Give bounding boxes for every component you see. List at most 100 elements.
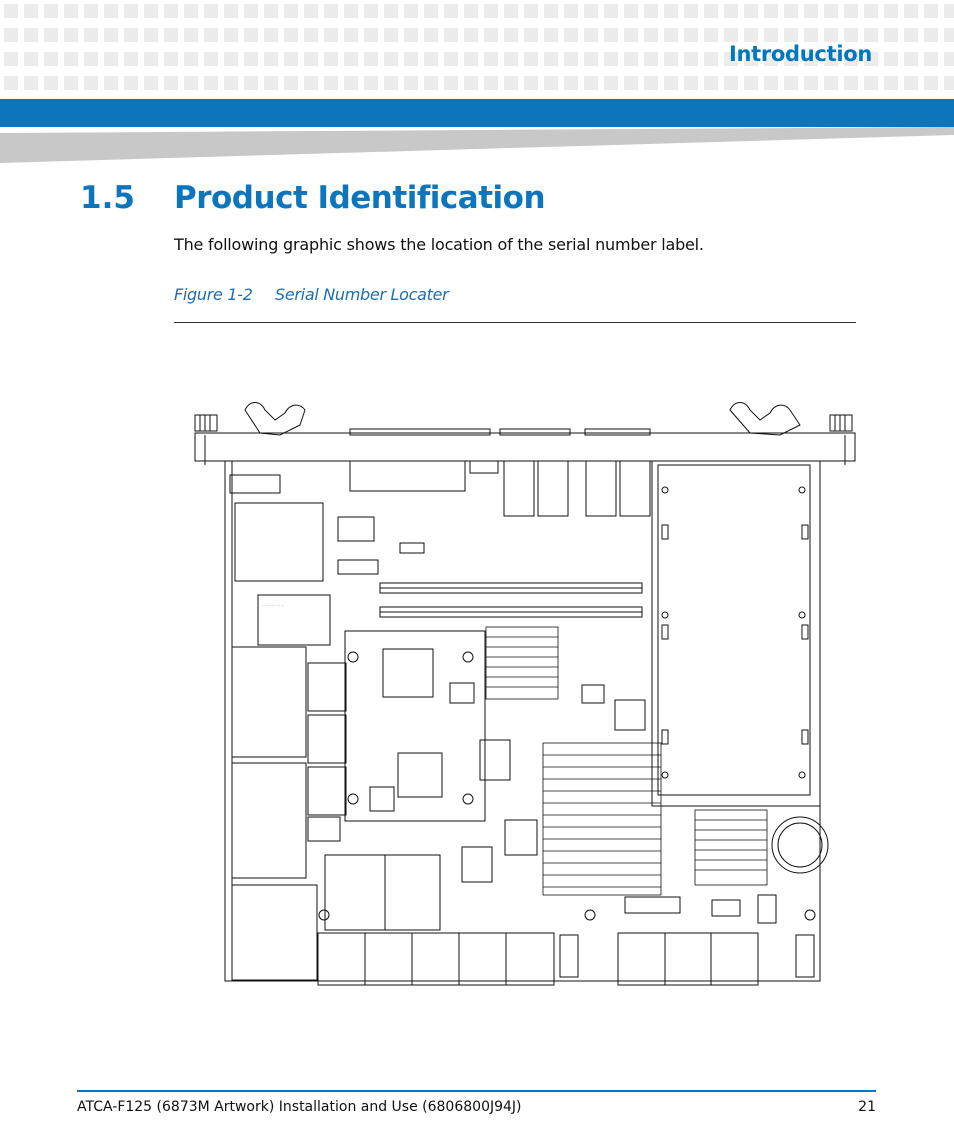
header-dot <box>584 4 598 18</box>
header-dot <box>384 52 398 66</box>
header-dot <box>824 28 838 42</box>
header-dot <box>284 76 298 90</box>
header-dot <box>64 76 78 90</box>
footer-page-number: 21 <box>858 1099 876 1115</box>
header-dot <box>344 76 358 90</box>
header-dot <box>324 52 338 66</box>
header-dot <box>884 52 898 66</box>
header-dot <box>284 52 298 66</box>
header-dot <box>404 52 418 66</box>
header-dot <box>844 4 858 18</box>
board-drawing: · · · · · · · · · <box>194 402 856 986</box>
header-dot <box>804 28 818 42</box>
header-dot <box>464 4 478 18</box>
header-dot <box>784 4 798 18</box>
header-dot <box>544 4 558 18</box>
header-dot <box>604 52 618 66</box>
header-dot <box>884 76 898 90</box>
header-dot <box>784 28 798 42</box>
header-dot <box>444 76 458 90</box>
header-dot <box>684 76 698 90</box>
header-dot <box>924 76 938 90</box>
header-dot <box>404 28 418 42</box>
header-dot <box>924 4 938 18</box>
header-dot <box>524 4 538 18</box>
header-dot <box>164 52 178 66</box>
header-dot <box>684 28 698 42</box>
header-dot <box>724 52 738 66</box>
header-dot <box>244 76 258 90</box>
header-dot <box>444 28 458 42</box>
svg-text:· · · · · · · · ·: · · · · · · · · · <box>262 603 283 608</box>
header-dot <box>684 52 698 66</box>
header-dot <box>184 28 198 42</box>
header-dot <box>464 28 478 42</box>
header-dot <box>564 76 578 90</box>
header-dot <box>744 4 758 18</box>
header-dot <box>464 76 478 90</box>
header-dot <box>44 52 58 66</box>
header-dot <box>504 28 518 42</box>
header-dot <box>804 52 818 66</box>
header-dot <box>584 52 598 66</box>
header-dot <box>724 76 738 90</box>
header-dot <box>684 4 698 18</box>
header-dot <box>664 76 678 90</box>
footer-rule <box>77 1090 876 1092</box>
header-dot <box>544 52 558 66</box>
header-dot <box>764 52 778 66</box>
header-dot <box>404 4 418 18</box>
header-dot <box>484 4 498 18</box>
header-dot <box>724 4 738 18</box>
header-dot <box>824 76 838 90</box>
header-dot <box>184 4 198 18</box>
header-dot <box>924 52 938 66</box>
header-dot <box>644 76 658 90</box>
header-dot <box>764 4 778 18</box>
intro-paragraph: The following graphic shows the location… <box>174 235 704 254</box>
header-dot <box>184 76 198 90</box>
header-dot <box>584 76 598 90</box>
header-dot <box>864 4 878 18</box>
header-dot <box>84 52 98 66</box>
header-dot <box>404 76 418 90</box>
header-dot <box>364 28 378 42</box>
header-dot <box>824 4 838 18</box>
header-dot <box>344 28 358 42</box>
header-dot <box>284 28 298 42</box>
header-dot <box>304 4 318 18</box>
header-dot <box>844 28 858 42</box>
header-dot <box>304 76 318 90</box>
section-title: Product Identification <box>174 180 546 216</box>
header-dot <box>624 52 638 66</box>
header-dot <box>4 76 18 90</box>
header-dot <box>844 52 858 66</box>
header-dot <box>564 52 578 66</box>
header-dot <box>724 28 738 42</box>
header-dot <box>524 52 538 66</box>
header-dot <box>104 52 118 66</box>
header-dot <box>484 28 498 42</box>
header-dot <box>304 28 318 42</box>
header-dot <box>764 28 778 42</box>
header-dot <box>224 52 238 66</box>
figure-caption: Figure 1-2 Serial Number Locater <box>174 285 449 304</box>
header-dot <box>944 52 954 66</box>
header-dot <box>4 52 18 66</box>
figure-label: Figure 1-2 <box>174 285 253 304</box>
header-dot <box>44 76 58 90</box>
header-dot <box>424 4 438 18</box>
header-dot <box>444 52 458 66</box>
header-dot <box>104 28 118 42</box>
top-ejector-right <box>729 402 853 436</box>
header-dot <box>784 52 798 66</box>
top-ejector-left <box>194 402 306 436</box>
header-dot <box>384 4 398 18</box>
header-dot <box>524 76 538 90</box>
header-dot <box>864 52 878 66</box>
header-dot <box>744 76 758 90</box>
header-blue-bar <box>0 99 954 127</box>
header-dot <box>564 4 578 18</box>
section-number: 1.5 <box>80 180 135 216</box>
header-dot <box>64 4 78 18</box>
